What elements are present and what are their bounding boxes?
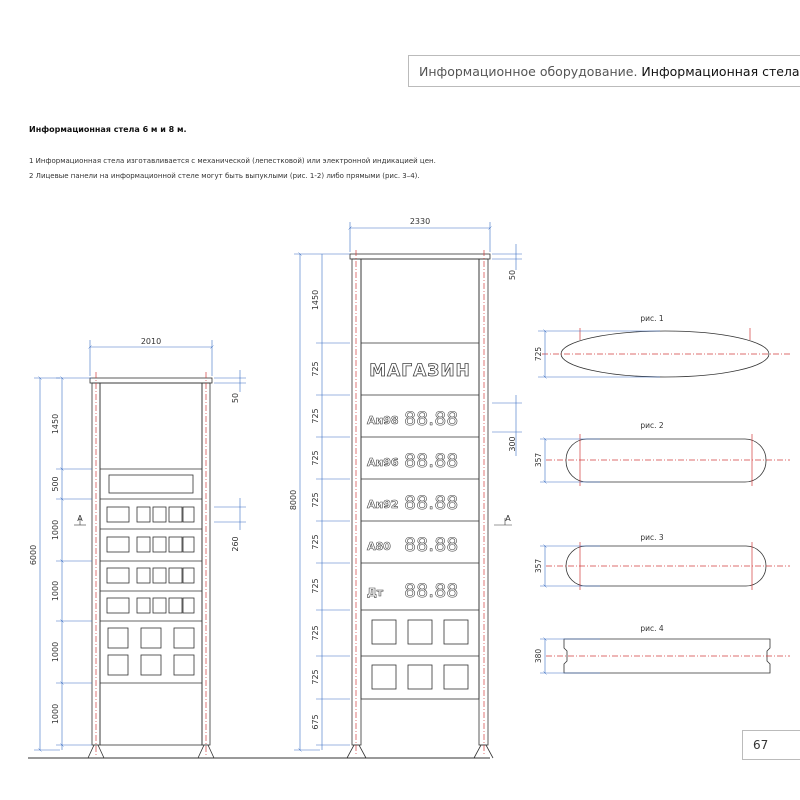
stele6-brand-window: [108, 474, 194, 494]
stele8-fuel-label: А80: [367, 540, 391, 553]
stele8-seg-725-1: 725: [311, 361, 320, 376]
stele8-width-label: 2330: [410, 217, 430, 226]
stele8-fuel-label: Дт: [367, 586, 384, 599]
stele8-seg-725-6: 725: [311, 578, 320, 593]
stele8-fuel-price: 88.88: [404, 450, 458, 472]
stele6-seg-top: 1450: [51, 414, 60, 434]
stele6-seg-4: 1000: [51, 581, 60, 601]
stele6-right-dims: [214, 370, 246, 530]
profile-3-label: рис. 3: [640, 533, 664, 542]
profile-1-label: рис. 1: [640, 314, 664, 323]
stele8-right-dims: [492, 244, 522, 456]
stele8-fuel-label: Аи96: [367, 456, 399, 469]
profile-2: рис. 2 357: [534, 421, 790, 486]
note-1: 1 Информационная стела изготавливается с…: [29, 157, 436, 165]
stele8-left-post: [351, 258, 362, 746]
stele8-section-a-label: A: [505, 514, 511, 523]
stele8-seg-top: 1450: [311, 290, 320, 310]
stele8-seg-725-3: 725: [311, 450, 320, 465]
stele6-seg-2: 500: [51, 476, 60, 491]
stele6-seg-6: 1000: [51, 704, 60, 724]
profile-4-label: рис. 4: [640, 624, 664, 633]
page-subtitle: Информационная стела 6 м и 8 м.: [29, 125, 187, 134]
stele-8m: [346, 253, 494, 759]
stele8-fuel-label: Аи92: [367, 498, 399, 511]
profile-4-dim: 380: [534, 649, 543, 664]
stele6-right-foot: [197, 744, 215, 759]
profile-1-dim: 725: [534, 347, 543, 362]
profile-1: рис. 1 725: [534, 314, 790, 377]
stele8-left-dims: [294, 254, 350, 750]
stele8-seg-725-5: 725: [311, 534, 320, 549]
stele8-left-foot: [346, 744, 367, 759]
stele8-fuel-price: 88.88: [404, 408, 458, 430]
stele-6m: [87, 377, 215, 759]
stele6-square-panels: [107, 627, 195, 676]
stele8-right-300: 300: [508, 436, 517, 451]
stele6-body: [99, 382, 203, 746]
profile-3-dim: 357: [534, 559, 543, 574]
stele8-brand: МАГАЗИН: [369, 361, 471, 381]
stele8-fuel-price: 88.88: [404, 534, 458, 556]
page-number: 67: [753, 738, 769, 752]
stele6-section-a-left-label: A: [77, 514, 83, 523]
profile-3: рис. 3 357: [534, 533, 790, 590]
header-box: Информационное оборудование. Информацион…: [408, 55, 800, 87]
profile-2-label: рис. 2: [640, 421, 664, 430]
stele8-seg-725-4: 725: [311, 492, 320, 507]
stele6-top-cap: [89, 377, 213, 384]
stele8-right-top: 50: [508, 270, 517, 280]
stele8-section-a-right: [494, 518, 512, 526]
header-main-title: Информационная стела.: [641, 64, 800, 79]
stele8-seg-725-7: 725: [311, 625, 320, 640]
stele8-height-label: 8000: [289, 490, 298, 510]
profile-2-dim: 357: [534, 453, 543, 468]
header-section: Информационное оборудование.: [419, 64, 638, 79]
stele6-section-a-left: [74, 518, 86, 526]
stele6-seg-3: 1000: [51, 520, 60, 540]
page-number-box: 67: [742, 730, 800, 760]
stele8-fuel-label: Аи98: [367, 414, 399, 427]
stele6-price-rows: [106, 506, 195, 614]
stele6-right-260: 260: [231, 536, 240, 551]
stele6-width-label: 2010: [141, 337, 161, 346]
stele8-right-foot: [473, 744, 494, 759]
stele6-height-label: 6000: [29, 545, 38, 565]
stele6-width-dim: [90, 340, 212, 376]
stele8-right-post: [478, 258, 489, 746]
stele8-width-dim: [350, 222, 490, 252]
note-2: 2 Лицевые панели на информационной стеле…: [29, 172, 420, 180]
stele8-seg-725-2: 725: [311, 408, 320, 423]
stele8-fuel-price: 88.88: [404, 580, 458, 602]
stele6-left-dims: [34, 378, 92, 750]
stele8-seg-675: 675: [311, 714, 320, 729]
stele8-fuel-price: 88.88: [404, 492, 458, 514]
stele8-seg-725-8: 725: [311, 669, 320, 684]
header-title: Информационное оборудование. Информацион…: [419, 64, 800, 79]
stele6-left-foot: [87, 744, 105, 759]
stele6-seg-5: 1000: [51, 642, 60, 662]
profile-4: рис. 4 380: [534, 624, 790, 673]
stele8-top-cap: [349, 253, 491, 260]
stele6-right-top: 50: [231, 393, 240, 403]
